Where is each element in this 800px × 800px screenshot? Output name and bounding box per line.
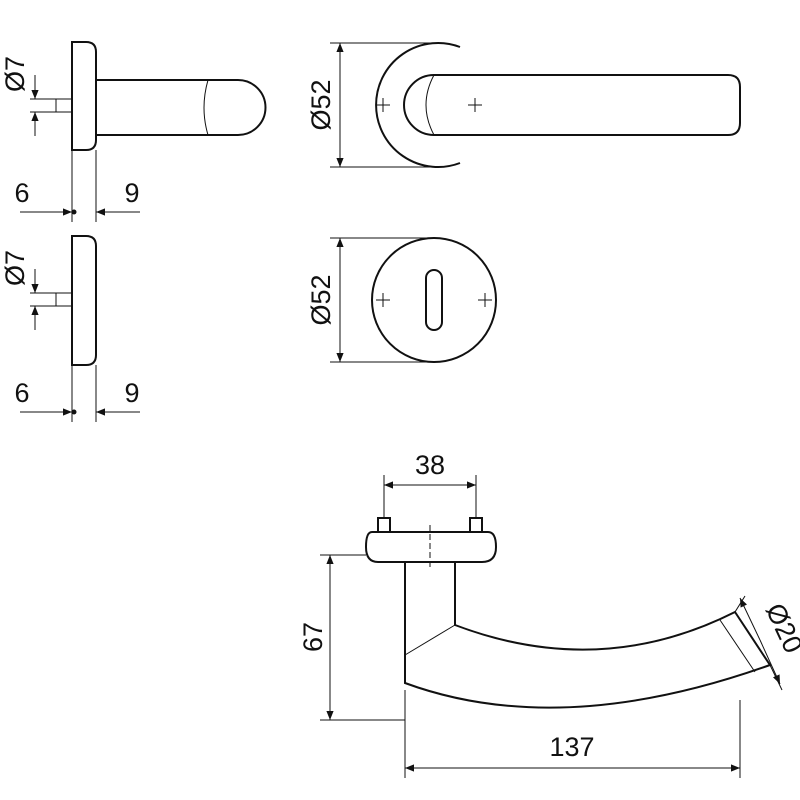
- screw-spacing-label: 38: [415, 450, 445, 480]
- spindle: [55, 292, 73, 307]
- rose: [364, 531, 498, 563]
- spindle-diameter-label: Ø7: [0, 56, 30, 92]
- front-view-lever: Ø52: [306, 42, 741, 168]
- screw: [377, 517, 391, 533]
- screw-mark: [376, 293, 390, 307]
- grip-diameter-label: Ø20: [760, 599, 800, 658]
- handle-contour: [203, 79, 209, 136]
- height-label: 67: [298, 622, 328, 652]
- spindle-diameter-label: Ø7: [0, 250, 30, 286]
- grip-contour: [719, 619, 756, 673]
- lever-contour: [404, 624, 456, 656]
- right-dim-label: 9: [124, 378, 139, 408]
- length-label: 137: [549, 732, 594, 762]
- keyhole-slot: [425, 269, 443, 331]
- rose-diameter-label: Ø52: [306, 274, 336, 325]
- escutcheon-circle: [371, 237, 497, 363]
- spindle: [55, 98, 73, 113]
- lever-handle: [403, 74, 741, 136]
- screw: [469, 517, 483, 533]
- left-dim-label: 6: [14, 178, 29, 208]
- screw-mark: [376, 98, 390, 112]
- side-view-escutcheon: Ø7 6 9: [0, 235, 140, 422]
- rose-diameter-label: Ø52: [306, 79, 336, 130]
- lever-profile: 38 67 Ø20 137: [298, 450, 800, 778]
- lever: [404, 562, 772, 709]
- screw-mark: [478, 293, 492, 307]
- left-dim-label: 6: [14, 378, 29, 408]
- right-dim-label: 9: [124, 178, 139, 208]
- escutcheon-plate: [71, 235, 97, 366]
- handle-contour: [425, 74, 435, 136]
- front-view-escutcheon: Ø52: [306, 237, 497, 363]
- side-view-lever: Ø7 6 9: [0, 41, 267, 222]
- rose-plate: [71, 41, 97, 151]
- screw-mark: [468, 98, 482, 112]
- lever-handle: [96, 79, 267, 136]
